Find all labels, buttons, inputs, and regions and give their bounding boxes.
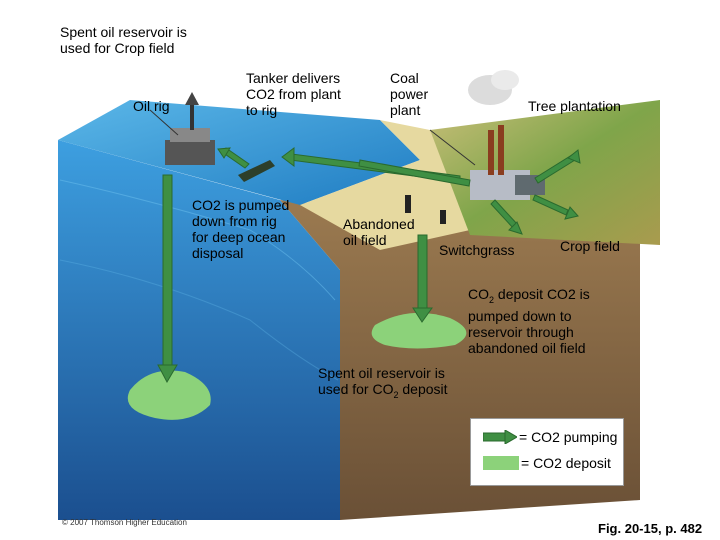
label-abandoned: Abandoned oil field — [343, 216, 415, 248]
label-coal-plant: Coal power plant — [390, 70, 429, 118]
land-deposit-blob — [371, 312, 467, 349]
label-tree-plantation: Tree plantation — [528, 98, 621, 114]
green-arrow-icon — [483, 430, 517, 444]
label-co2-pumped: CO2 is pumped down from rig for deep oce… — [192, 197, 290, 261]
legend: = CO2 pumping = CO2 deposit — [470, 418, 624, 486]
oil-rig-graphic — [165, 92, 215, 165]
label-oil-rig: Oil rig — [133, 98, 170, 114]
oil-derricks — [405, 195, 446, 224]
label-tanker: Tanker delivers CO2 from plant to rig — [246, 70, 341, 118]
figure-reference: Fig. 20-15, p. 482 — [598, 521, 703, 536]
co2-pumping-arrows — [157, 147, 581, 384]
label-spent-oil: Spent oil reservoir is used for CO2 depo… — [318, 365, 448, 400]
ocean-surface — [58, 100, 420, 205]
coal-plant-graphic — [468, 70, 545, 200]
label-switchgrass: Switchgrass — [439, 242, 515, 258]
label-top-left: Spent oil reservoir is used for Crop fie… — [60, 24, 187, 56]
ocean-deposit-blob — [127, 370, 211, 420]
label-crop-field: Crop field — [560, 238, 620, 254]
copyright: © 2007 Thomson Higher Education — [62, 518, 187, 527]
beach — [300, 120, 470, 250]
label-co2-deposit: CO2 deposit CO2 is pumped down to reserv… — [468, 286, 590, 356]
legend-deposit: = CO2 deposit — [483, 455, 611, 471]
ocean-cross-section — [58, 140, 340, 520]
tanker-graphic — [238, 160, 275, 182]
deposit-swatch — [483, 456, 519, 470]
legend-pumping: = CO2 pumping — [483, 429, 617, 445]
